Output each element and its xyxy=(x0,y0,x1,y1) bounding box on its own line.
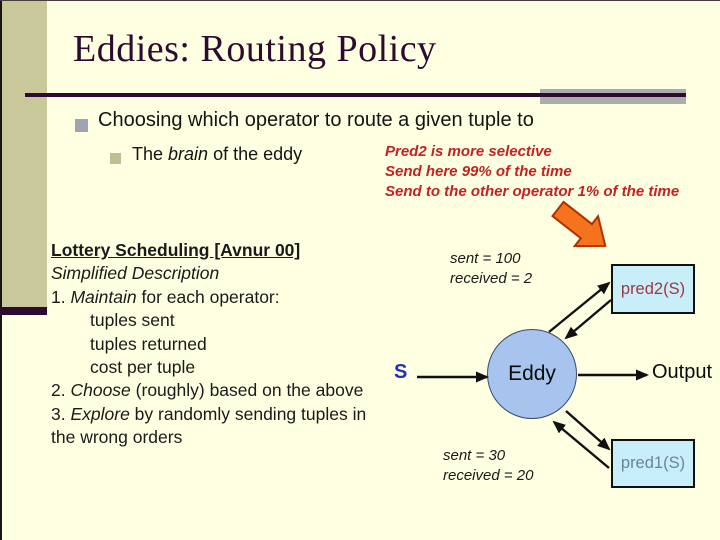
bullet-square-icon xyxy=(75,119,88,132)
sub-bullet-square-icon xyxy=(110,153,121,164)
annotation-line: Pred2 is more selective xyxy=(385,143,552,160)
pred1-operator-box: pred1(S) xyxy=(611,439,695,488)
lottery-item-1: 1. Maintain for each operator: xyxy=(51,286,366,309)
pred2-received: received = 2 xyxy=(450,270,533,287)
item2-num: 2. xyxy=(51,380,71,401)
sub-bullet-text: The brain of the eddy xyxy=(132,144,302,165)
sub-bullet-pre: The xyxy=(132,144,169,164)
lottery-subheading: Simplified Description xyxy=(51,263,220,284)
arrow-eddy-to-pred1 xyxy=(565,410,611,451)
output-label: Output xyxy=(652,361,713,383)
item1-num: 1. xyxy=(51,286,71,307)
routing-annotation: Pred2 is more selective Send here 99% of… xyxy=(385,142,679,202)
pred2-sent: sent = 100 xyxy=(450,250,521,267)
item2-rest: (roughly) based on the above xyxy=(130,380,364,401)
pred1-stats: sent = 30 received = 20 xyxy=(443,446,533,486)
lottery-subitem: cost per tuple xyxy=(90,357,196,378)
lottery-subitem: tuples returned xyxy=(90,333,207,354)
eddy-label: Eddy xyxy=(508,362,556,385)
pred1-label: pred1(S) xyxy=(620,454,686,472)
item3-rest: by randomly sending tuples in xyxy=(129,403,367,424)
annotation-line: Send to the other operator 1% of the tim… xyxy=(385,183,680,200)
pred2-stats: sent = 100 received = 2 xyxy=(450,249,532,289)
title-underline-rule xyxy=(25,93,686,97)
annotation-line: Send here 99% of the time xyxy=(385,163,572,180)
arrow-pred2-to-eddy xyxy=(564,299,612,340)
pred2-label: pred2(S) xyxy=(620,279,686,298)
lottery-heading: Lottery Scheduling [Avnur 00] xyxy=(51,240,301,260)
item2-emphasis: Choose xyxy=(70,380,131,401)
item1-rest: for each operator: xyxy=(136,286,280,307)
item3-emphasis: Explore xyxy=(70,403,130,424)
slide-left-edge xyxy=(0,1,2,540)
arrow-eddy-to-pred2 xyxy=(548,281,611,333)
sub-bullet-post: of the eddy xyxy=(208,144,303,164)
lottery-item-3-cont: the wrong orders xyxy=(51,427,183,448)
sub-bullet-emphasis: brain xyxy=(168,144,209,164)
lottery-subitem: tuples sent xyxy=(90,310,175,331)
bullet-text: Choosing which operator to route a given… xyxy=(98,109,534,131)
item1-emphasis: Maintain xyxy=(70,286,137,307)
eddy-node: Eddy xyxy=(487,329,577,419)
pred2-operator-box: pred2(S) xyxy=(611,264,695,314)
pred1-received: received = 20 xyxy=(443,467,534,484)
sidebar-accent-bar-end xyxy=(0,307,47,315)
lottery-item-2: 2. Choose (roughly) based on the above xyxy=(51,379,366,402)
pred1-sent: sent = 30 xyxy=(443,447,506,464)
arrow-pred1-to-eddy xyxy=(552,420,610,469)
lottery-item-3: 3. Explore by randomly sending tuples in xyxy=(51,403,366,426)
item3-num: 3. xyxy=(51,403,71,424)
slide-title: Eddies: Routing Policy xyxy=(73,28,437,70)
highlight-arrow-icon xyxy=(551,200,607,248)
sidebar-accent-bar xyxy=(2,1,47,308)
source-label: S xyxy=(394,361,408,383)
lottery-scheduling-block: Lottery Scheduling [Avnur 00] Simplified… xyxy=(51,239,366,450)
